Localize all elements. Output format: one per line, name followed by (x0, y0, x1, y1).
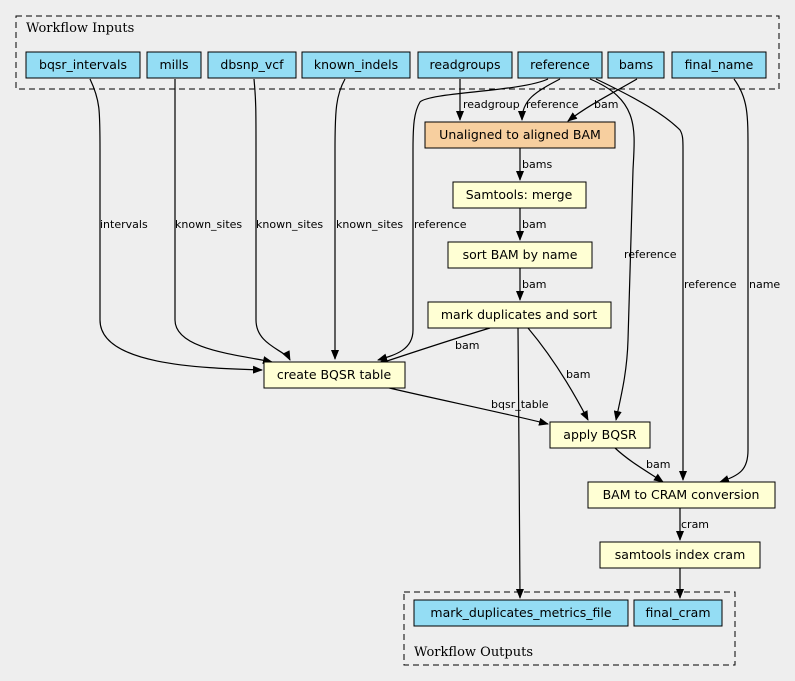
edge-markdup-to-metrics (515, 327, 524, 599)
edge-markdup-to-bqsr-table: bam (377, 327, 491, 365)
step-sort-bam-by-name: sort BAM by name (447, 241, 593, 269)
input-mills-label: mills (159, 57, 188, 72)
output-final-cram: final_cram (633, 599, 723, 627)
edge-cram-to-index: cram (676, 508, 709, 541)
edge-intervals-to-bqsr-table: intervals (89, 78, 263, 374)
workflow-inputs-cluster: Workflow Inputs (15, 15, 780, 90)
step-merge-label: Samtools: merge (466, 187, 573, 202)
edge-reference-to-bqsr-table: reference (377, 78, 549, 362)
edge-label-bam-sort: bam (522, 218, 546, 231)
input-known-indels-label: known_indels (314, 57, 398, 72)
edge-merge-to-sort: bam (516, 208, 546, 241)
edge-label-bam-apply-bqsr: bam (566, 368, 590, 381)
step-samtools-merge: Samtools: merge (452, 181, 587, 209)
edge-label-name: name (749, 278, 780, 291)
step-cram-label: BAM to CRAM conversion (603, 487, 760, 502)
edge-label-intervals: intervals (100, 218, 148, 231)
input-known-indels: known_indels (301, 51, 411, 79)
input-dbsnp-vcf: dbsnp_vcf (207, 51, 297, 79)
input-dbsnp-vcf-label: dbsnp_vcf (220, 57, 284, 72)
edge-label-bam-align: bam (594, 98, 618, 111)
edge-mills-to-bqsr-table: known_sites (174, 79, 273, 364)
step-index-label: samtools index cram (615, 547, 746, 562)
edge-label-bqsr-table: bqsr_table (491, 398, 549, 411)
step-apply-bqsr-label: apply BQSR (563, 427, 637, 442)
edge-known-indels-to-bqsr-table: known_sites (331, 78, 403, 360)
output-final-cram-label: final_cram (645, 605, 710, 620)
input-bqsr-intervals-label: bqsr_intervals (39, 57, 127, 72)
output-mark-duplicates-metrics: mark_duplicates_metrics_file (413, 599, 629, 627)
edge-label-bams: bams (522, 158, 552, 171)
input-final-name-label: final_name (685, 57, 754, 72)
step-apply-bqsr: apply BQSR (549, 421, 651, 449)
edge-reference-to-apply-bqsr: reference (589, 78, 677, 421)
edge-sort-to-markdup: bam (516, 268, 546, 301)
input-readgroups: readgroups (417, 51, 513, 79)
edge-reference-to-align: reference (518, 78, 579, 121)
edge-label-reference-cram: reference (684, 278, 737, 291)
edge-align-to-merge: bams (516, 148, 552, 181)
input-readgroups-label: readgroups (430, 57, 501, 72)
step-samtools-index-cram: samtools index cram (599, 541, 761, 569)
step-bam-to-cram: BAM to CRAM conversion (587, 481, 776, 509)
input-final-name: final_name (671, 51, 767, 79)
edge-label-bam-cram: bam (646, 458, 670, 471)
input-reference: reference (517, 51, 603, 79)
output-metrics-label: mark_duplicates_metrics_file (430, 605, 611, 620)
step-sort-label: sort BAM by name (463, 247, 578, 262)
edge-label-known-sites-mills: known_sites (175, 218, 242, 231)
edge-label-known-sites-indels: known_sites (336, 218, 403, 231)
edge-label-bam-markdup: bam (522, 278, 546, 291)
edge-label-cram: cram (681, 518, 709, 531)
edge-final-name-to-cram: name (719, 78, 780, 483)
edge-bqsr-table-to-apply-bqsr: bqsr_table (384, 386, 549, 426)
step-unaligned-to-aligned-bam: Unaligned to aligned BAM (424, 121, 616, 149)
workflow-inputs-label: Workflow Inputs (26, 21, 134, 36)
edge-label-reference-align: reference (526, 98, 579, 111)
edge-label-reference-bqsr-table: reference (414, 218, 467, 231)
step-align-label: Unaligned to aligned BAM (439, 127, 601, 142)
edge-reference-to-cram: reference (595, 78, 737, 481)
edge-label-reference-apply-bqsr: reference (624, 248, 677, 261)
step-bqsr-table-label: create BQSR table (277, 367, 392, 382)
edge-markdup-to-apply-bqsr: bam (527, 327, 590, 421)
step-markdup-label: mark duplicates and sort (441, 307, 597, 322)
input-bams-label: bams (619, 57, 653, 72)
input-reference-label: reference (530, 57, 590, 72)
input-mills: mills (146, 51, 202, 79)
edge-label-bam-bqsr-table: bam (455, 339, 479, 352)
step-mark-duplicates: mark duplicates and sort (427, 301, 612, 329)
edge-readgroups-to-align: readgroup (456, 78, 520, 121)
workflow-outputs-cluster: Workflow Outputs (403, 591, 736, 666)
edge-dbsnp-to-bqsr-table: known_sites (253, 78, 323, 361)
edge-bams-to-align: bam (567, 78, 638, 122)
input-bams: bams (607, 51, 665, 79)
edge-label-readgroup: readgroup (463, 98, 520, 111)
edge-label-known-sites-dbsnp: known_sites (256, 218, 323, 231)
step-create-bqsr-table: create BQSR table (263, 361, 406, 389)
edge-apply-bqsr-to-cram: bam (614, 447, 670, 483)
workflow-outputs-label: Workflow Outputs (414, 645, 533, 660)
input-bqsr-intervals: bqsr_intervals (25, 51, 141, 79)
